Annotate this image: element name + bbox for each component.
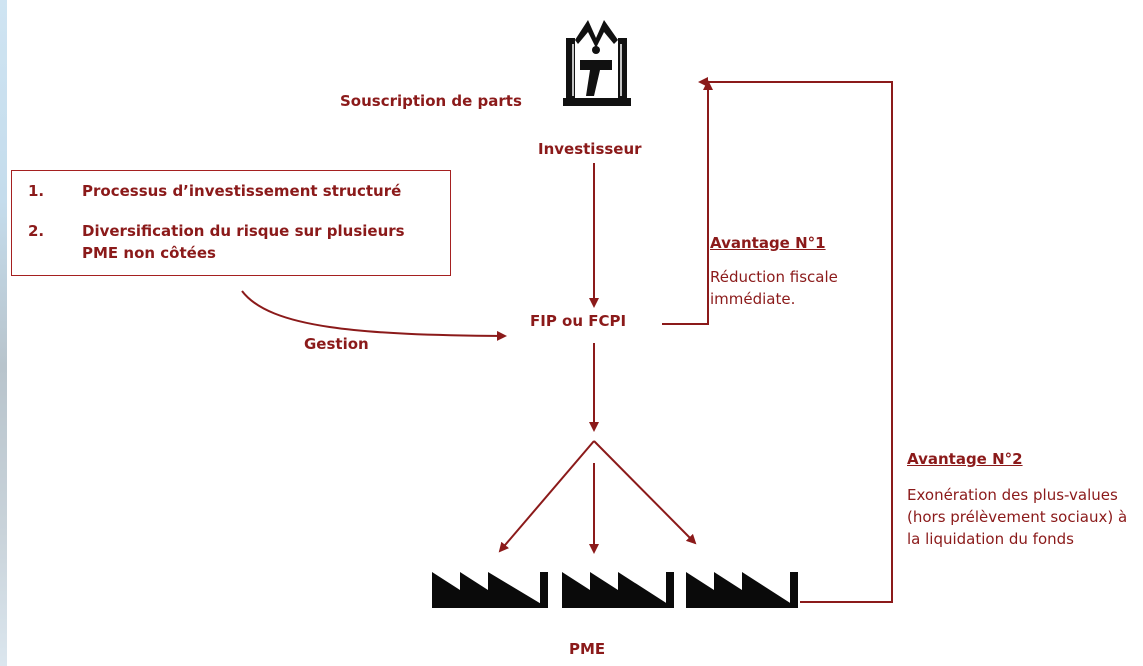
factory-chimney (666, 572, 674, 608)
fund-label: FIP ou FCPI (530, 312, 627, 330)
factory-icon (432, 572, 798, 608)
souscription-label: Souscription de parts (340, 92, 522, 110)
avantage1-title: Avantage N°1 (710, 234, 826, 252)
investor-reading-in-armchair-icon (563, 20, 631, 106)
management-box: 1. Processus d’investissement structuré … (11, 170, 451, 276)
avantage2-title: Avantage N°2 (907, 450, 1023, 468)
factory-chimney (790, 572, 798, 608)
arrow-pme-to-investor (698, 77, 893, 603)
investor-label: Investisseur (538, 140, 642, 158)
arrow-split-left (498, 440, 595, 553)
box-item-1-text: Processus d’investissement structuré (82, 182, 402, 200)
arrow-gestion-to-fund (241, 290, 507, 341)
factory-chimney (540, 572, 548, 608)
box-item-2-number: 2. (28, 222, 45, 240)
avantage1-text: Réduction fiscale immédiate. (710, 268, 838, 308)
pme-label: PME (569, 640, 606, 658)
arrow-split-right (593, 440, 697, 545)
box-item-2-text: Diversification du risque sur plusieurs … (82, 222, 405, 262)
left-edge-strip (0, 0, 7, 666)
box-item-1-number: 1. (28, 182, 45, 200)
gestion-label: Gestion (304, 335, 369, 353)
avantage2-text: Exonération des plus-values (hors prélèv… (907, 486, 1128, 548)
arrow-fund-to-investor (662, 80, 713, 325)
